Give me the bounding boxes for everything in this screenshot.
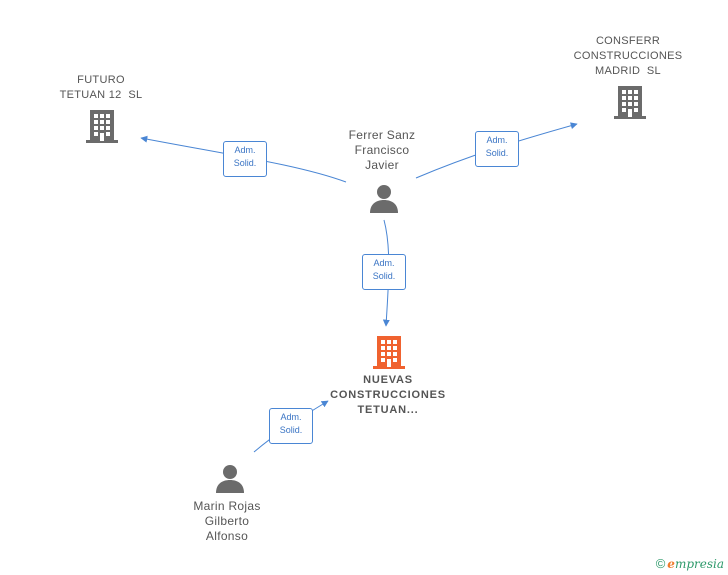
edge-label-to-futuro[interactable]: Adm. Solid. — [223, 141, 267, 177]
node-label-ferrer[interactable]: Ferrer Sanz Francisco Javier — [322, 128, 442, 173]
node-label-line: NUEVAS — [363, 374, 413, 386]
node-label-line: FUTURO — [77, 74, 125, 86]
node-label-marin[interactable]: Marin Rojas Gilberto Alfonso — [167, 499, 287, 544]
node-label-line: TETUAN... — [357, 404, 419, 416]
node-label-line: Ferrer Sanz — [348, 128, 416, 142]
edge-label-line: Solid. — [485, 148, 509, 158]
node-label-line: Gilberto — [204, 514, 250, 528]
node-label-line: Francisco — [354, 143, 410, 157]
node-label-line: CONSFERR — [595, 35, 661, 47]
node-label-line: MADRID SL — [595, 65, 661, 77]
brand-logo: ©empresia — [656, 556, 724, 571]
node-label-line: CONSTRUCCIONES — [573, 50, 683, 62]
edge-label-line: Adm. — [486, 135, 508, 145]
node-label-line: Alfonso — [205, 529, 249, 543]
person-icon[interactable] — [215, 464, 245, 494]
node-label-nuevas[interactable]: NUEVAS CONSTRUCCIONES TETUAN... — [318, 373, 458, 418]
edge-label-line: Adm. — [280, 412, 302, 422]
edge-label-to-consferr[interactable]: Adm. Solid. — [475, 131, 519, 167]
node-label-consferr[interactable]: CONSFERR CONSTRUCCIONES MADRID SL — [563, 34, 693, 79]
edge-label-marin-to-nuevas[interactable]: Adm. Solid. — [269, 408, 313, 444]
node-label-line: Javier — [365, 158, 399, 172]
node-label-futuro[interactable]: FUTURO TETUAN 12 SL — [40, 73, 162, 103]
building-icon[interactable] — [614, 84, 646, 120]
copyright-symbol: © — [655, 556, 666, 571]
edge-label-to-nuevas[interactable]: Adm. Solid. — [362, 254, 406, 290]
node-label-line: TETUAN 12 SL — [59, 89, 143, 101]
edge-label-line: Adm. — [373, 258, 395, 268]
node-label-line: CONSTRUCCIONES — [330, 389, 446, 401]
brand-initial: e — [667, 557, 675, 571]
edge-label-line: Solid. — [233, 158, 257, 168]
brand-name: mpresia — [674, 557, 724, 571]
edge-label-line: Solid. — [279, 425, 303, 435]
edge-label-line: Solid. — [372, 271, 396, 281]
building-icon-focus[interactable] — [373, 334, 405, 370]
edge-label-line: Adm. — [234, 145, 256, 155]
node-label-line: Marin Rojas — [193, 499, 261, 513]
building-icon[interactable] — [86, 108, 118, 144]
person-icon[interactable] — [369, 184, 399, 214]
